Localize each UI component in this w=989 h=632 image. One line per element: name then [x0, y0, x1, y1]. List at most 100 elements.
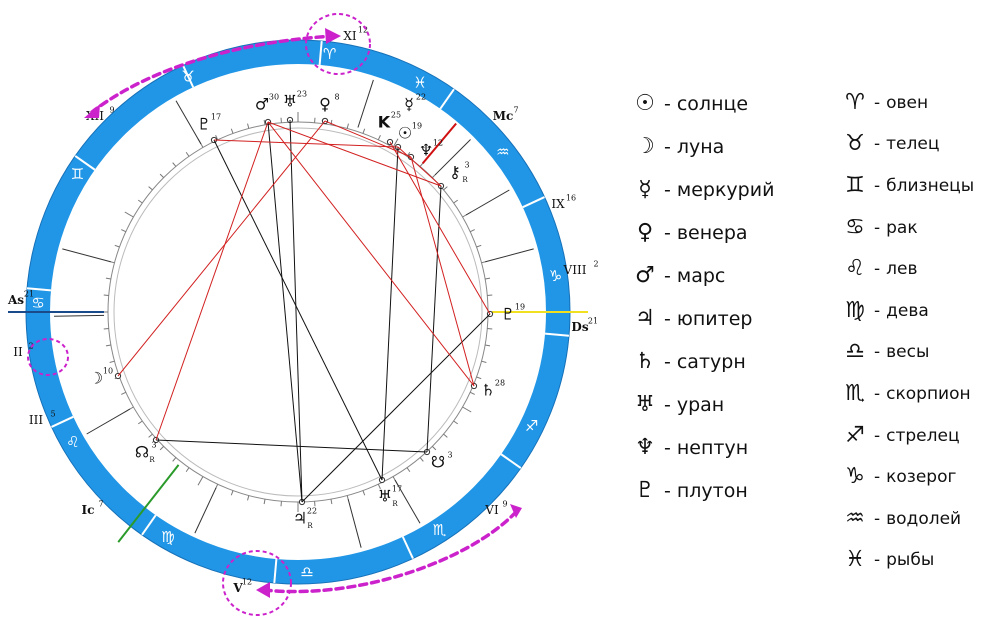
degree-tick: [377, 483, 381, 489]
planet-degree: 3: [464, 161, 469, 170]
degree-tick: [185, 151, 190, 157]
sign-legend-row: ♋-рак: [842, 207, 974, 249]
aspect-line-black: [301, 313, 491, 503]
degree-tick: [485, 277, 491, 280]
sign-label: водолей: [886, 508, 962, 529]
planet-label: уран: [676, 393, 725, 416]
sign-glyph-icon: ♑: [845, 464, 865, 490]
degree-tick: [469, 229, 475, 233]
planet-glyph-icon: ♆: [635, 434, 655, 460]
planet-degree: 3: [151, 441, 156, 450]
sign-divider: [26, 287, 52, 292]
sign-legend-row: ♈-овен: [842, 82, 974, 124]
planet-legend-row: ☉-солнце: [632, 82, 774, 125]
zodiac-sign-icon: ♋: [31, 294, 44, 312]
sign-glyph-icon: ♌: [845, 256, 865, 282]
degree-tick: [330, 499, 333, 505]
sign-glyph-icon: ♎: [845, 339, 865, 365]
house-label: VI: [484, 503, 499, 517]
inner-circle: [107, 121, 489, 503]
planet-degree: 3: [447, 451, 452, 460]
sign-divider: [318, 40, 323, 66]
degree-tick: [137, 420, 143, 425]
sign-glyph-icon: ♈: [845, 89, 865, 115]
degree-tick: [453, 420, 459, 425]
aspect-line-red: [155, 121, 269, 441]
planet-glyph-icon: ☉: [635, 90, 655, 116]
dash: -: [664, 264, 671, 287]
planet-glyph-icon: K: [378, 113, 391, 132]
planet-glyph-icon: ⚷: [449, 163, 461, 182]
house-label: Mc: [493, 109, 514, 123]
degree-tick: [346, 123, 349, 129]
sign-glyph-icon: ♓: [845, 547, 865, 573]
planet-label: луна: [676, 135, 725, 158]
degree-tick: [197, 476, 204, 486]
house-label: III: [29, 413, 43, 427]
house-cusp-line: [54, 314, 105, 317]
house-degree: 5: [50, 410, 55, 419]
house-label: VIII: [563, 263, 587, 277]
sign-glyph-icon: ♏: [845, 380, 865, 406]
annotation-arrowhead: [256, 582, 270, 598]
sign-label: рак: [886, 217, 918, 238]
degree-tick: [230, 490, 234, 496]
planet-degree: 10: [103, 367, 113, 376]
degree-tick: [476, 244, 482, 248]
zodiac-sign-icon: ♒: [496, 143, 509, 161]
planet-glyph-icon: ☽: [89, 369, 103, 388]
aspect-line-red: [397, 146, 442, 187]
house-degree: 7: [513, 106, 518, 115]
sign-label: близнецы: [886, 175, 975, 196]
dash: -: [664, 436, 671, 459]
planet-degree: 8: [334, 93, 339, 102]
sign-glyph-icon: ♐: [845, 422, 865, 448]
aspect-line-red: [389, 141, 491, 315]
degree-tick: [377, 135, 381, 141]
zodiac-sign-icon: ♐: [525, 417, 538, 435]
sign-glyph-icon: ♉: [845, 131, 865, 157]
degree-tick: [172, 457, 177, 462]
house-label: As: [7, 293, 24, 307]
sign-divider: [141, 514, 157, 536]
planet-glyph-icon: ☽: [635, 133, 655, 159]
sign-label: скорпион: [886, 383, 971, 404]
retrograde-mark: R: [149, 456, 155, 464]
sign-glyph-icon: ♒: [845, 505, 865, 531]
sign-label: телец: [886, 134, 940, 155]
house-cusp-line: [357, 79, 374, 128]
sign-label: овен: [886, 92, 929, 113]
planet-degree: 22: [416, 93, 426, 102]
degree-tick: [148, 433, 153, 438]
degree-tick: [481, 360, 487, 363]
sign-divider: [500, 453, 522, 469]
planet-degree: 30: [269, 93, 279, 102]
sign-glyph-icon: ♍: [845, 297, 865, 323]
planet-label: нептун: [676, 436, 749, 459]
sign-legend-row: ♊-близнецы: [842, 165, 974, 207]
planet-degree: 25: [391, 111, 401, 120]
aspect-line-black: [267, 121, 303, 503]
house-degree: 12: [242, 578, 252, 587]
sign-glyph-icon: ♊: [845, 172, 865, 198]
planet-glyph-icon: ♇: [635, 477, 655, 503]
planet-degree: 19: [412, 122, 422, 131]
planet-glyph-icon: ☋: [431, 453, 445, 472]
planet-glyph-icon: ♄: [481, 381, 495, 400]
sign-label: рыбы: [886, 550, 935, 571]
house-label: XI: [343, 29, 357, 43]
aspect-line-black: [426, 185, 442, 453]
sign-label: весы: [886, 342, 930, 363]
dash: -: [664, 92, 671, 115]
highlight-circle: [305, 13, 371, 75]
planet-label: солнце: [676, 92, 749, 115]
sign-label: лев: [886, 259, 918, 280]
planet-glyph-icon: ☿: [404, 95, 414, 114]
house-cusp-line: [485, 248, 534, 263]
dash: -: [874, 134, 881, 155]
zodiac-sign-icon: ♉: [181, 67, 194, 85]
degree-tick: [105, 344, 111, 347]
retrograde-mark: R: [392, 500, 398, 508]
planet-glyph-icon: ♅: [635, 391, 655, 417]
dash: -: [874, 383, 881, 404]
